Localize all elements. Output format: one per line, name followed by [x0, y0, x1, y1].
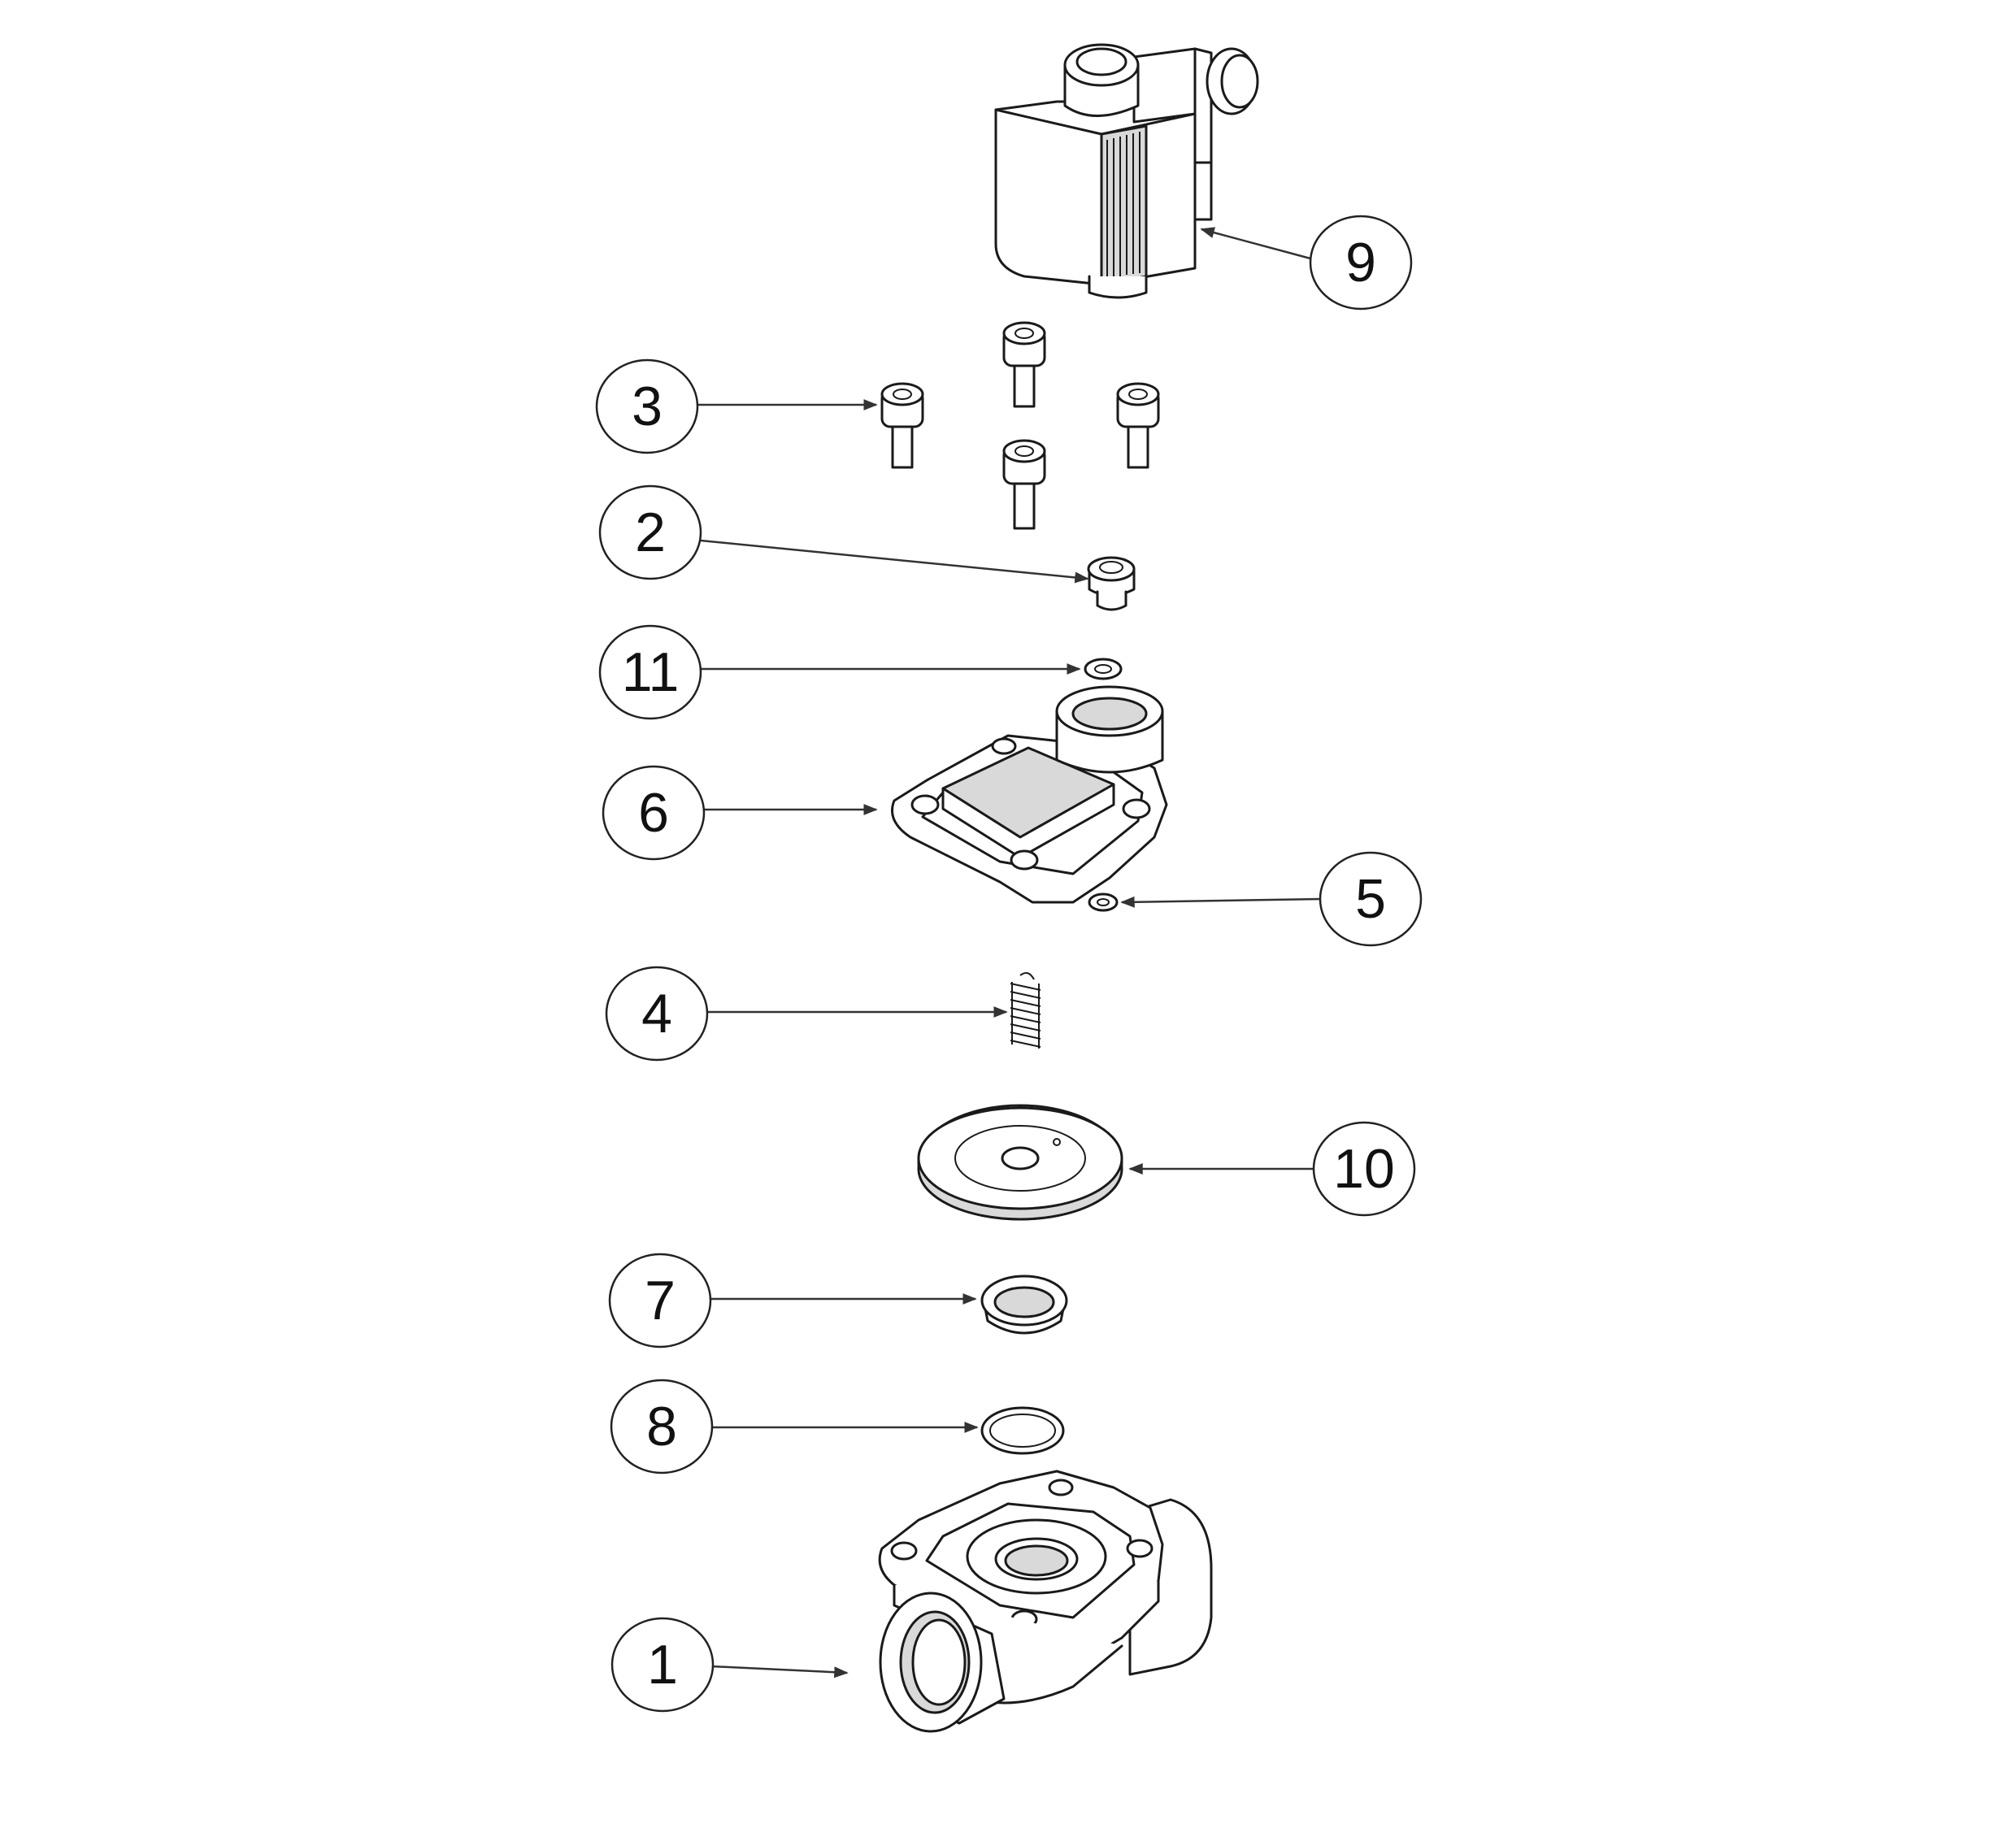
callout-5: 5 — [1319, 851, 1423, 947]
callout-3: 3 — [595, 358, 699, 454]
part-diaphragm — [917, 1104, 1123, 1221]
callout-4: 4 — [605, 966, 709, 1062]
part-o-ring — [980, 1406, 1065, 1455]
screw-3 — [1116, 382, 1160, 469]
callout-7: 7 — [608, 1253, 712, 1348]
callout-1: 1 — [610, 1617, 715, 1713]
part-screws — [880, 321, 1160, 530]
screw-4 — [1002, 439, 1046, 530]
part-coil — [994, 43, 1259, 299]
part-washer-small — [1084, 658, 1123, 680]
callout-2-label: 2 — [635, 502, 666, 563]
leader-1 — [710, 1665, 849, 1679]
callout-11: 11 — [598, 624, 702, 720]
callout-8: 8 — [610, 1379, 714, 1474]
callout-4-label: 4 — [641, 983, 672, 1044]
leader-lines — [697, 227, 1322, 1679]
part-spring — [1010, 971, 1041, 1049]
callout-1-label: 1 — [647, 1634, 678, 1696]
callout-10-label: 10 — [1333, 1138, 1395, 1200]
callout-10: 10 — [1312, 1121, 1416, 1217]
part-valve-body — [878, 1470, 1213, 1733]
part-washer-tiny — [1088, 892, 1119, 912]
callout-5-label: 5 — [1355, 868, 1386, 930]
callout-3-label: 3 — [632, 376, 663, 437]
part-plug — [1087, 556, 1136, 611]
screw-2 — [880, 382, 924, 469]
leader-5 — [1120, 896, 1322, 908]
leader-9 — [1200, 227, 1311, 260]
callout-6: 6 — [602, 765, 706, 861]
callout-2: 2 — [598, 484, 702, 580]
callout-11-label: 11 — [622, 641, 680, 703]
leader-2 — [700, 539, 1089, 584]
part-seat — [980, 1275, 1068, 1335]
part-cover — [891, 685, 1168, 904]
callout-9: 9 — [1309, 215, 1413, 311]
callout-6-label: 6 — [638, 782, 669, 844]
callout-7-label: 7 — [645, 1270, 676, 1331]
screw-1 — [1002, 321, 1046, 408]
callout-9-label: 9 — [1345, 232, 1376, 293]
callout-8-label: 8 — [646, 1396, 677, 1457]
